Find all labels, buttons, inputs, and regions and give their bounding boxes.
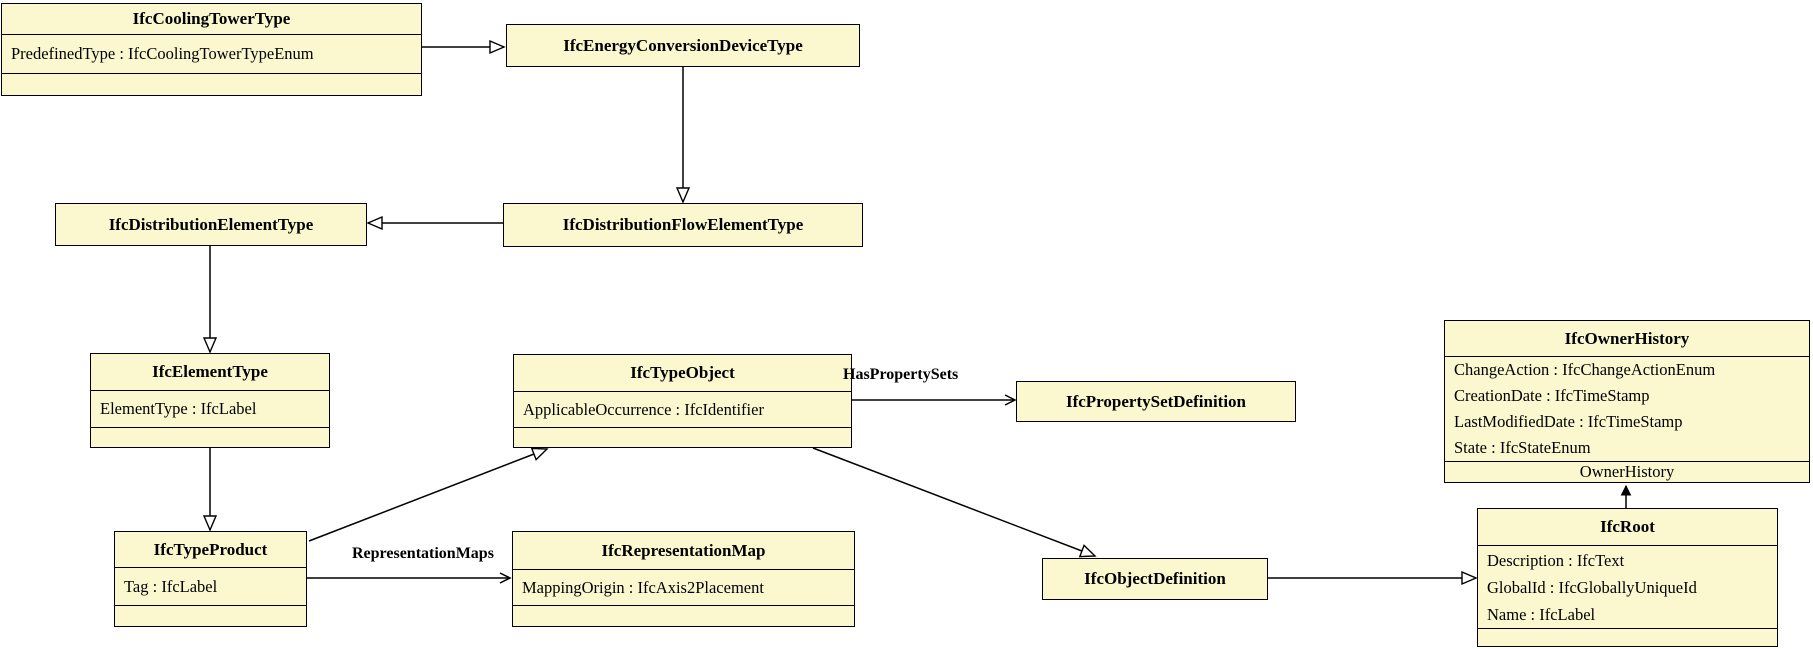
class-box-ifcroot: IfcRoot Description : IfcText GlobalId :… (1477, 508, 1778, 647)
class-empty-compartment (2, 74, 421, 95)
class-empty-compartment (514, 428, 851, 447)
edge-label-haspropertysets: HasPropertySets (843, 366, 959, 383)
class-attributes: ApplicableOccurrence : IfcIdentifier (514, 392, 851, 428)
attribute-row: Description : IfcText (1487, 550, 1625, 570)
class-attributes: Tag : IfcLabel (115, 568, 306, 606)
attribute-row: PredefinedType : IfcCoolingTowerTypeEnum (11, 44, 314, 63)
class-attributes: ElementType : IfcLabel (91, 391, 329, 428)
class-empty-compartment (91, 428, 329, 447)
class-title: IfcDistributionElementType (108, 214, 314, 234)
class-empty-compartment (513, 606, 854, 626)
class-box-ifcdistributionflowelementtype: IfcDistributionFlowElementType (503, 203, 863, 247)
class-title: IfcTypeObject (514, 355, 851, 392)
class-box-ifccoolingtowertype: IfcCoolingTowerType PredefinedType : Ifc… (1, 3, 422, 96)
class-box-ifctypeproduct: IfcTypeProduct Tag : IfcLabel (114, 531, 307, 627)
class-title: IfcOwnerHistory (1445, 321, 1809, 357)
class-box-ifcelementtype: IfcElementType ElementType : IfcLabel (90, 353, 330, 448)
class-box-ifcpropertysetdefinition: IfcPropertySetDefinition (1016, 381, 1296, 422)
edge-inherit-typeobject-objectdefinition (812, 447, 1095, 556)
attribute-row: ElementType : IfcLabel (100, 399, 257, 418)
class-empty-compartment (115, 606, 306, 626)
edge-inherit-typeproduct-typeobject (308, 449, 547, 542)
class-empty-compartment (1478, 629, 1777, 646)
class-title: IfcDistributionFlowElementType (562, 215, 804, 234)
class-box-ifcdistributionelementtype: IfcDistributionElementType (55, 203, 367, 246)
class-title: IfcPropertySetDefinition (1065, 391, 1247, 411)
class-title: IfcObjectDefinition (1084, 569, 1226, 588)
class-attributes: ChangeAction : IfcChangeActionEnum Creat… (1445, 357, 1809, 462)
class-attributes: MappingOrigin : IfcAxis2Placement (513, 570, 854, 606)
attribute-row: LastModifiedDate : IfcTimeStamp (1454, 412, 1683, 431)
class-title: IfcRoot (1478, 509, 1777, 546)
class-box-ifcrepresentationmap: IfcRepresentationMap MappingOrigin : Ifc… (512, 531, 855, 627)
edge-label-representationmaps: RepresentationMaps (352, 545, 494, 562)
class-box-ifcenergyconversiondevicetype: IfcEnergyConversionDeviceType (506, 24, 860, 67)
class-attributes: PredefinedType : IfcCoolingTowerTypeEnum (2, 35, 421, 74)
attribute-row: CreationDate : IfcTimeStamp (1454, 386, 1650, 405)
attribute-row: MappingOrigin : IfcAxis2Placement (522, 577, 764, 597)
class-box-ifctypeobject: IfcTypeObject ApplicableOccurrence : Ifc… (513, 354, 852, 448)
class-title: IfcElementType (91, 354, 329, 391)
class-title: IfcRepresentationMap (513, 532, 854, 570)
attribute-row: ChangeAction : IfcChangeActionEnum (1454, 360, 1716, 379)
class-box-ifcobjectdefinition: IfcObjectDefinition (1042, 558, 1268, 600)
class-footer-label: OwnerHistory (1579, 462, 1675, 481)
class-title: IfcCoolingTowerType (2, 4, 421, 35)
class-title: IfcTypeProduct (115, 532, 306, 568)
attribute-row: Tag : IfcLabel (124, 576, 218, 596)
class-attributes: Description : IfcText GlobalId : IfcGlob… (1478, 546, 1777, 629)
attribute-row: State : IfcStateEnum (1454, 438, 1591, 457)
attribute-row: Name : IfcLabel (1487, 604, 1596, 624)
class-box-ifcownerhistory: IfcOwnerHistory ChangeAction : IfcChange… (1444, 320, 1810, 483)
attribute-row: ApplicableOccurrence : IfcIdentifier (523, 399, 764, 419)
class-title: IfcEnergyConversionDeviceType (563, 35, 803, 55)
attribute-row: GlobalId : IfcGloballyUniqueId (1487, 577, 1697, 597)
